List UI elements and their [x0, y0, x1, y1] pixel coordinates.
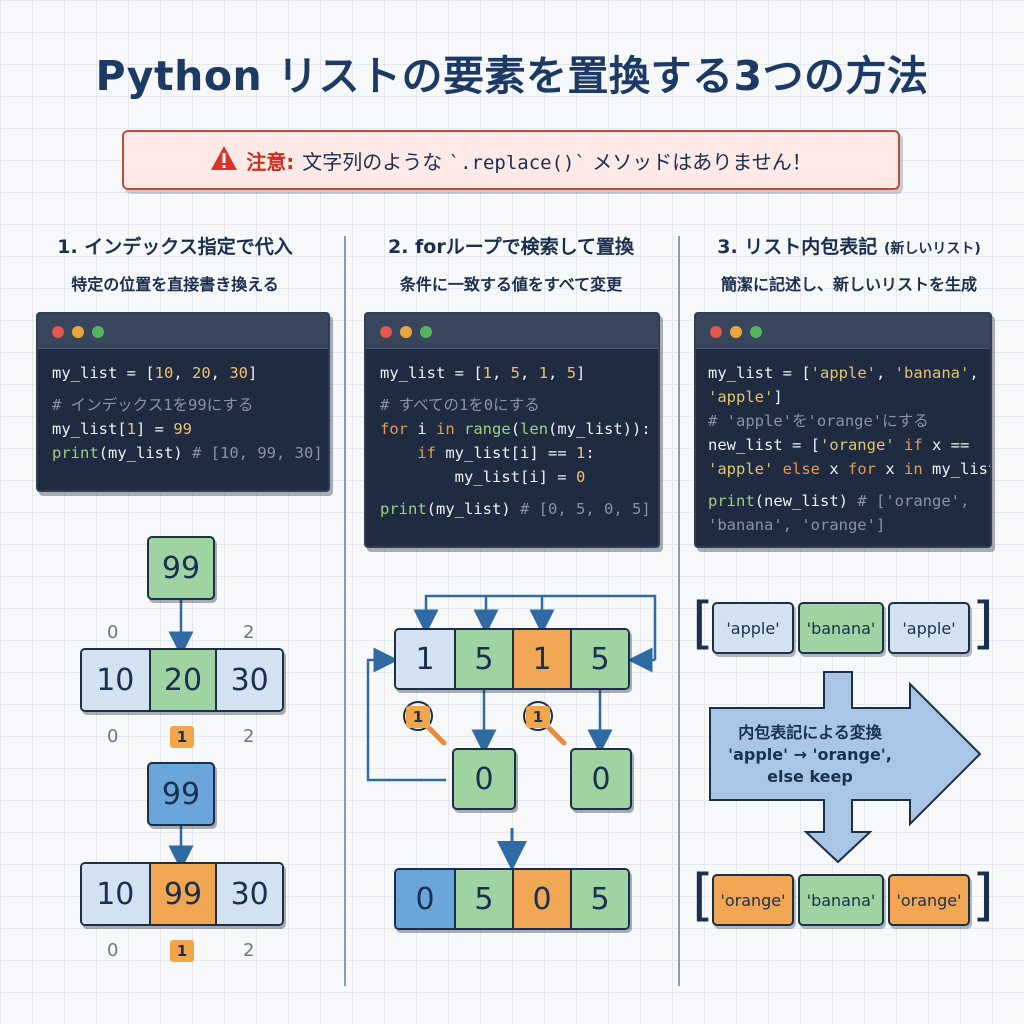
list-cell: 5 — [570, 630, 628, 688]
warning-text: 文字列のような `.replace()` メソッドはありません！ — [302, 149, 812, 174]
transform-arrow — [709, 671, 982, 864]
list-cell: 0 — [396, 870, 454, 928]
section-3-header: 3. リスト内包表記 (新しいリスト) 簡潔に記述し、新しいリストを生成 — [717, 236, 981, 294]
code-line: my_list = [10, 20, 30] — [52, 364, 258, 382]
replacement-box: 0 — [452, 748, 516, 810]
list-cell-replaced: 99 — [148, 864, 216, 924]
maximize-dot-icon — [420, 326, 432, 338]
list-bracket-close: ] — [972, 863, 994, 928]
list-cell: 'orange' — [712, 874, 794, 926]
warning-banner: 注意: 文字列のような `.replace()` メソッドはありません！ — [122, 130, 900, 190]
code-line: 'apple' else x for x in my_list] — [708, 460, 990, 478]
list-cell: 1 — [396, 630, 454, 688]
list-cell: 1 — [511, 630, 570, 688]
code-panel-1: my_list = [10, 20, 30] # インデックス1を99にする m… — [36, 312, 330, 492]
code-line: print(my_list) # [10, 99, 30] — [52, 444, 323, 462]
list-before: 'apple' 'banana' 'apple' — [712, 602, 970, 654]
code-line: my_list = [1, 5, 1, 5] — [380, 364, 586, 382]
window-title-bar — [696, 314, 990, 349]
list-cell: 30 — [215, 864, 282, 924]
section-2-header: 2. forループで検索して置換 条件に一致する値をすべて変更 — [387, 236, 635, 294]
index-label: 0 — [107, 940, 119, 961]
index-badge: 1 — [170, 940, 194, 962]
section-1-header: 1. インデックス指定で代入 特定の位置を直接書き換える — [57, 236, 293, 294]
code-comment: # すべての1を0にする — [380, 396, 540, 414]
list-cell: 'banana' — [798, 602, 884, 654]
list-cell: 'banana' — [798, 874, 884, 926]
list-cell: 0 — [511, 870, 570, 928]
list-cell: 10 — [82, 864, 149, 924]
list-before: 10 20 30 — [80, 648, 284, 712]
code-line: 'banana', 'orange'] — [708, 516, 886, 534]
close-dot-icon — [710, 326, 722, 338]
new-value-box: 99 — [147, 536, 215, 600]
list-after: 'orange' 'banana' 'orange' — [712, 874, 970, 926]
code-comment: # インデックス1を99にする — [52, 396, 254, 414]
minimize-dot-icon — [730, 326, 742, 338]
code-line: my_list[1] = 99 — [52, 420, 192, 438]
code-line: print(new_list) # ['orange', — [708, 492, 970, 510]
window-title-bar — [38, 314, 328, 349]
list-cell: 5 — [570, 870, 628, 928]
minimize-dot-icon — [72, 326, 84, 338]
code-line: new_list = ['orange' if x == — [708, 436, 970, 454]
index-label: 2 — [243, 940, 255, 961]
maximize-dot-icon — [750, 326, 762, 338]
list-cell: 'apple' — [888, 602, 970, 654]
minimize-dot-icon — [400, 326, 412, 338]
page-title: Python リストの要素を置換する3つの方法 — [95, 52, 929, 100]
code-line: my_list[i] = 0 — [380, 468, 586, 486]
index-badge: 1 — [170, 726, 194, 748]
list-cell: 30 — [215, 650, 282, 710]
index-label: 0 — [107, 622, 119, 643]
close-dot-icon — [52, 326, 64, 338]
assigned-value-box: 99 — [147, 762, 215, 826]
column-divider — [344, 236, 346, 986]
list-after: 0 5 0 5 — [394, 868, 630, 930]
index-label: 2 — [243, 622, 255, 643]
index-label: 0 — [107, 726, 119, 747]
match-badge: 1 — [406, 706, 430, 728]
list-cell: 10 — [82, 650, 149, 710]
warning-triangle-icon — [210, 145, 238, 176]
code-line: if my_list[i] == 1: — [417, 444, 595, 462]
code-line: print(my_list) # [0, 5, 0, 5] — [380, 500, 651, 518]
list-cell-target: 20 — [148, 650, 216, 710]
index-label: 2 — [243, 726, 255, 747]
code-comment: # 'apple'を'orange'にする — [708, 412, 929, 430]
list-before: 1 5 1 5 — [394, 628, 630, 690]
warning-lead: 注意: — [246, 149, 295, 174]
list-bracket-open: [ — [692, 591, 714, 656]
list-cell: 5 — [453, 630, 512, 688]
list-bracket-close: ] — [972, 591, 994, 656]
match-badge: 1 — [526, 706, 550, 728]
list-cell: 'orange' — [888, 874, 970, 926]
column-divider — [678, 236, 680, 986]
close-dot-icon — [380, 326, 392, 338]
replacement-box: 0 — [570, 748, 632, 810]
list-bracket-open: [ — [692, 863, 714, 928]
code-line: my_list = ['apple', 'banana', — [708, 364, 979, 382]
code-line: 'apple'] — [708, 388, 783, 406]
code-panel-3: my_list = ['apple', 'banana', 'apple'] #… — [694, 312, 992, 548]
list-after: 10 99 30 — [80, 862, 284, 926]
window-title-bar — [366, 314, 658, 349]
maximize-dot-icon — [92, 326, 104, 338]
list-cell: 5 — [453, 870, 512, 928]
code-panel-2: my_list = [1, 5, 1, 5] # すべての1を0にする for … — [364, 312, 660, 548]
list-cell: 'apple' — [712, 602, 794, 654]
transform-label: 内包表記による変換 'apple' → 'orange', else keep — [728, 723, 892, 786]
code-line: for i in range(len(my_list)): — [380, 420, 651, 438]
